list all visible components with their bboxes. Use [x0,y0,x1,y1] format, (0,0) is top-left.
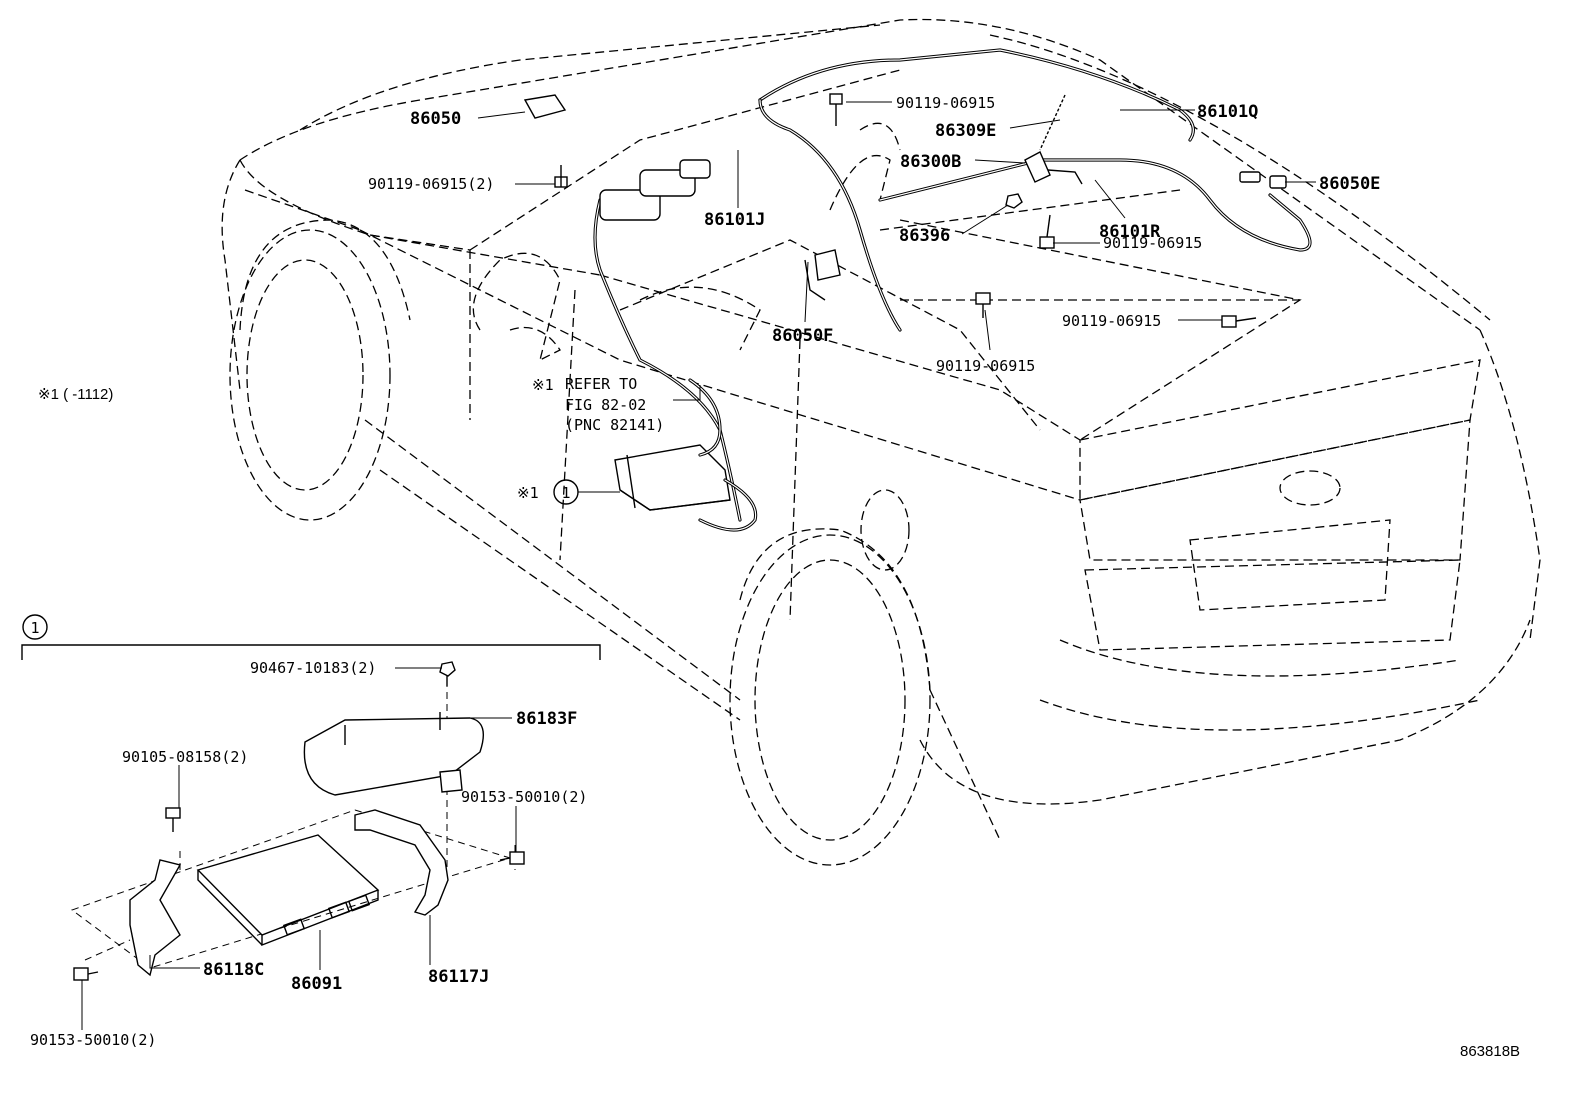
note-side-range: ※1 ( -1112) [38,386,113,403]
notes: ※1 ( -1112) ※1 REFER TO FIG 82-02 (PNC 8… [38,375,1520,1060]
label-90119-top: 90119-06915 [896,94,995,112]
label-86117J: 86117J [428,967,489,987]
bolt-icon [499,851,525,865]
label-90119-right: 90119-06915 [1062,312,1161,330]
label-86396: 86396 [899,226,950,246]
callout-circle-detail: 1 [22,614,48,640]
label-90119-low: 90119-06915 [936,357,1035,375]
callout-marker: ※1 [517,484,539,502]
car-body-outline [221,18,1541,866]
figure-code: 863818B [1460,1043,1520,1060]
label-90153-bottom: 90153-50010(2) [30,1031,156,1049]
note-marker: ※1 [532,376,554,394]
bolt-icon [554,165,568,188]
note-refer-line3: (PNC 82141) [565,416,664,434]
label-86050: 86050 [410,109,461,129]
label-86050F: 86050F [772,326,833,346]
label-86183F: 86183F [516,709,577,729]
label-90119-mid: 90119-06915 [1103,234,1202,252]
label-86300B: 86300B [900,152,961,172]
note-refer-line1: REFER TO [565,375,637,393]
label-86091: 86091 [291,974,342,994]
bolt-icon [829,93,843,126]
bolt-icon [165,807,181,832]
note-refer-line2: FIG 82-02 [565,396,646,414]
svg-text:1: 1 [561,484,570,502]
label-86101R: 86101R [1099,222,1161,242]
label-86050E: 86050E [1319,174,1380,194]
label-90105: 90105-08158(2) [122,748,248,766]
bolt-icon [1221,315,1257,328]
leader-lines [477,101,1316,493]
label-90119-left: 90119-06915(2) [368,175,494,193]
label-86101Q: 86101Q [1197,102,1258,122]
bolt-icon [1039,214,1055,249]
label-86118C: 86118C [203,960,264,980]
label-90153-right: 90153-50010(2) [461,788,587,806]
bolt-icon [439,661,456,686]
detail-view [21,644,601,1030]
label-90467: 90467-10183(2) [250,659,376,677]
label-86101J: 86101J [704,210,765,230]
part-labels: 86050 90119-06915(2) 86101J 90119-06915 … [30,94,1380,1049]
svg-text:1: 1 [30,619,39,637]
antenna-harness-group [523,48,1312,532]
callout-circle-main: 1 [553,479,579,505]
bolt-icon [73,967,99,981]
bolt-icon [975,292,991,318]
label-86309E: 86309E [935,121,996,141]
